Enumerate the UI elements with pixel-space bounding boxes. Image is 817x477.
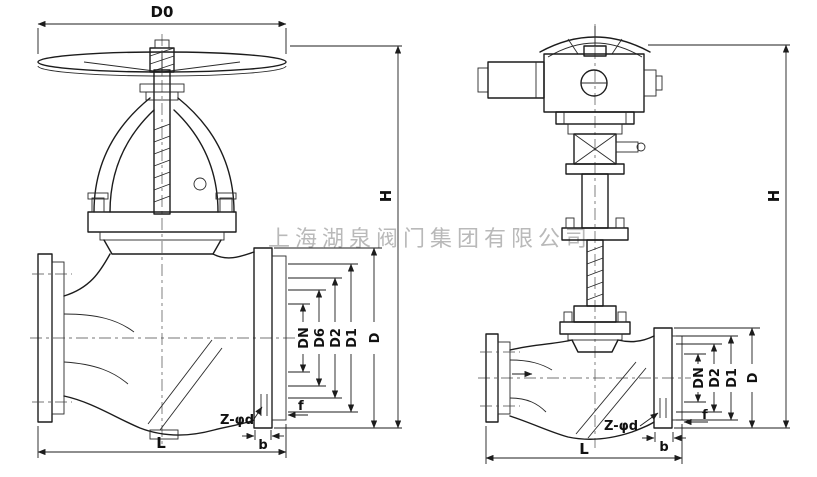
oil-cup — [193, 177, 207, 191]
right-zd-label: Z-φd — [604, 419, 638, 434]
right-d1-label: D1 — [725, 368, 740, 388]
drain-boss — [149, 429, 179, 440]
left-d6-label: D6 — [313, 328, 328, 348]
left-d2-label: D2 — [329, 328, 344, 348]
right-f-label: f — [702, 408, 708, 423]
right-b-label: b — [659, 440, 668, 455]
actuator-handwheel — [539, 26, 651, 58]
left-bonnet — [87, 192, 237, 255]
right-h-label: H — [765, 190, 783, 203]
actuator-motor — [477, 61, 545, 99]
right-l-dimension: L — [485, 424, 683, 464]
left-dn-label: DN — [297, 327, 312, 349]
right-d-label: D — [746, 372, 761, 383]
right-body — [480, 327, 683, 440]
left-centerlines — [30, 34, 300, 446]
left-b-label: b — [258, 438, 267, 453]
right-d2-label: D2 — [708, 368, 723, 388]
left-d0-label: D0 — [151, 3, 174, 21]
left-d-label: D — [368, 332, 383, 343]
right-f-dimension: f — [683, 408, 708, 426]
right-l-label: L — [579, 440, 589, 458]
left-stem-assembly — [139, 69, 185, 215]
left-zd-label: Z-φd — [220, 413, 254, 428]
left-f-label: f — [298, 399, 304, 414]
left-l-label: L — [156, 434, 166, 452]
right-dn-label: DN — [692, 367, 707, 389]
left-f-dimension: f — [287, 399, 308, 419]
left-b-dimension: b — [242, 430, 284, 453]
left-d1-label: D1 — [345, 328, 360, 348]
right-flange-dimension-stack: D D1 D2 DN — [674, 327, 761, 429]
left-valve: D0 H D D1 D2 — [30, 3, 402, 458]
left-flange-dimension-stack: D D1 D2 D6 DN — [274, 247, 383, 429]
right-b-dimension: b — [642, 432, 686, 455]
left-h-dimension: H — [290, 45, 402, 429]
left-yoke — [93, 97, 235, 213]
left-bolt-callout: Z-φd — [220, 406, 263, 428]
right-bonnet — [559, 311, 631, 353]
right-valve: H D D1 D2 DN — [477, 24, 790, 464]
left-l-dimension: L — [37, 424, 287, 458]
right-yoke-column — [555, 111, 646, 241]
right-bolt-callout: Z-φd — [604, 412, 659, 434]
left-body — [32, 247, 287, 440]
right-centerlines — [478, 24, 700, 448]
left-d0-dimension: D0 — [37, 3, 287, 54]
left-h-label: H — [377, 190, 395, 203]
left-handwheel — [37, 39, 287, 77]
actuator-gearbox — [543, 53, 663, 113]
